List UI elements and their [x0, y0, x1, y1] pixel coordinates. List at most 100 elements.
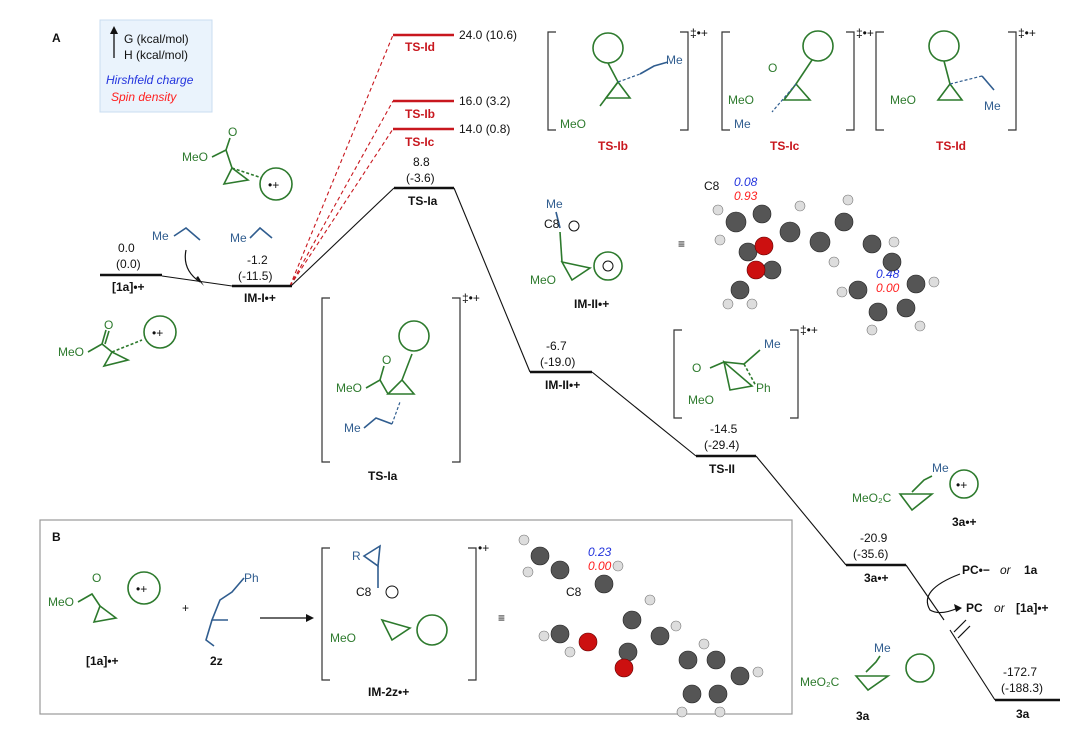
3a-rc-struct-label: 3a•+ — [952, 515, 977, 529]
meo2c-text: MeO₂C — [852, 491, 892, 505]
level-1a-label: [1a]•+ — [112, 280, 145, 294]
level-tsia-h: (-3.6) — [406, 171, 435, 185]
red-connectors — [289, 34, 394, 287]
structure-ts2: ‡•+ Me Ph MeO O — [673, 323, 818, 419]
ts-superscript: ‡•+ — [690, 26, 708, 40]
or-text: or — [994, 601, 1006, 615]
meo-text: MeO — [182, 150, 208, 164]
structure-3a-rc: Me MeO₂C •+ 3a•+ — [852, 461, 979, 529]
level-3a-h: (-188.3) — [1001, 681, 1043, 695]
model-charge: 0.08 — [734, 175, 758, 189]
level-ts2-g: -14.5 — [710, 422, 738, 436]
legend-g: G (kcal/mol) — [124, 32, 189, 46]
me-text: Me — [666, 53, 683, 67]
meo-text: MeO — [58, 345, 84, 359]
structure-ts-id: ‡•+ MeO Me TS-Id — [875, 26, 1036, 153]
c8-text: C8 — [544, 217, 560, 231]
meo-text: MeO — [890, 93, 916, 107]
radical-cation-sign: •+ — [956, 478, 967, 492]
me-text: Me — [344, 421, 361, 435]
model-charge: 0.23 — [588, 545, 612, 559]
ph-text: Ph — [244, 571, 259, 585]
model-im2: ≡ C8 0.08 0.93 0.48 0.00 — [678, 175, 940, 336]
ts-superscript: ‡•+ — [800, 323, 818, 337]
3a-struct-label: 3a — [856, 709, 870, 723]
level-im2-label: IM-II•+ — [545, 378, 580, 392]
reagent-1a: 1a — [1024, 563, 1038, 577]
level-im1-label: IM-I•+ — [244, 291, 276, 305]
r-text: R — [352, 549, 361, 563]
ts-ib-value: 16.0 (3.2) — [459, 94, 510, 108]
level-3a-g: -172.7 — [1003, 665, 1037, 679]
me-text: Me — [874, 641, 891, 655]
me-text: Me — [764, 337, 781, 351]
level-tsia-g: 8.8 — [413, 155, 430, 169]
me-text: Me — [546, 197, 563, 211]
ts-superscript: ‡•+ — [1018, 26, 1036, 40]
level-ts2-label: TS-II — [709, 462, 735, 476]
ph-text: Ph — [756, 381, 771, 395]
main-levels: 0.0 (0.0) [1a]•+ -1.2 (-11.5) IM-I•+ 8.8… — [100, 155, 1060, 721]
level-1a-g: 0.0 — [118, 241, 135, 255]
meo-text: MeO — [688, 393, 714, 407]
radical-cation-sign: •+ — [136, 582, 147, 596]
o-text: O — [92, 571, 101, 585]
level-3a-rc-g: -20.9 — [860, 531, 888, 545]
panel-b-reactant-label: [1a]•+ — [86, 654, 119, 668]
o-text: O — [692, 361, 701, 375]
ts-ic-label: TS-Ic — [405, 135, 435, 149]
model-spin: 0.00 — [588, 559, 612, 573]
meo2c-text: MeO₂C — [800, 675, 840, 689]
radical-cation-sign: •+ — [268, 178, 279, 192]
legend-spin: Spin density — [111, 90, 177, 104]
structure-propene: Me Me — [152, 226, 273, 286]
ts-id-value: 24.0 (10.6) — [459, 28, 517, 42]
o-text: O — [382, 353, 391, 367]
ts-ic-value: 14.0 (0.8) — [459, 122, 510, 136]
me-text: Me — [932, 461, 949, 475]
structure-ts-ia: ‡•+ MeO O Me TS-Ia — [321, 291, 480, 483]
panel-a-label: A — [52, 31, 61, 45]
equiv-sign: ≡ — [498, 611, 505, 625]
level-3a-rc-h: (-35.6) — [853, 547, 888, 561]
im2z-superscript: •+ — [478, 541, 489, 555]
panel-b-label: B — [52, 530, 61, 544]
level-1a-h: (0.0) — [116, 257, 141, 271]
o-text: O — [104, 318, 113, 332]
c8-text: C8 — [356, 585, 372, 599]
ts-ib-struct-label: TS-Ib — [598, 139, 628, 153]
me-text: Me — [984, 99, 1001, 113]
equiv-sign: ≡ — [678, 237, 685, 251]
alkene-label: 2z — [210, 654, 223, 668]
meo-text: MeO — [560, 117, 586, 131]
structure-im1: MeO O •+ — [182, 125, 293, 201]
ts-id-label: TS-Id — [405, 40, 435, 54]
meo-text: MeO — [530, 273, 556, 287]
structure-ts-ic: ‡•+ MeO O Me TS-Ic — [721, 26, 874, 153]
panel-b-product-label: IM-2z•+ — [368, 685, 409, 699]
ts-ic-struct-label: TS-Ic — [770, 139, 800, 153]
level-im1-h: (-11.5) — [238, 269, 272, 283]
or-text: or — [1000, 563, 1012, 577]
ts-ib-label: TS-Ib — [405, 107, 435, 121]
main-connectors — [161, 187, 996, 701]
legend-hirshfeld: Hirshfeld charge — [106, 73, 194, 87]
me-text: Me — [152, 229, 169, 243]
model-atom-label: C8 — [704, 179, 720, 193]
meo-text: MeO — [330, 631, 356, 645]
ts-id-struct-label: TS-Id — [936, 139, 966, 153]
level-ts2-h: (-29.4) — [704, 438, 739, 452]
structure-ts-ib: ‡•+ MeO Me TS-Ib — [547, 26, 708, 153]
level-3a-label: 3a — [1016, 707, 1030, 721]
pc-cycle: PC•− or 1a PC or [1a]•+ — [926, 563, 1049, 615]
o-text: O — [228, 125, 237, 139]
rc-1a-text: [1a]•+ — [1016, 601, 1049, 615]
red-levels: 24.0 (10.6) TS-Id 16.0 (3.2) TS-Ib 14.0 … — [393, 28, 517, 149]
meo-text: MeO — [728, 93, 754, 107]
pc-minus: PC•− — [962, 563, 990, 577]
level-3a-rc-label: 3a•+ — [864, 571, 889, 585]
level-im2-h: (-19.0) — [540, 355, 575, 369]
me-text: Me — [734, 117, 751, 131]
level-tsia-label: TS-Ia — [408, 194, 438, 208]
